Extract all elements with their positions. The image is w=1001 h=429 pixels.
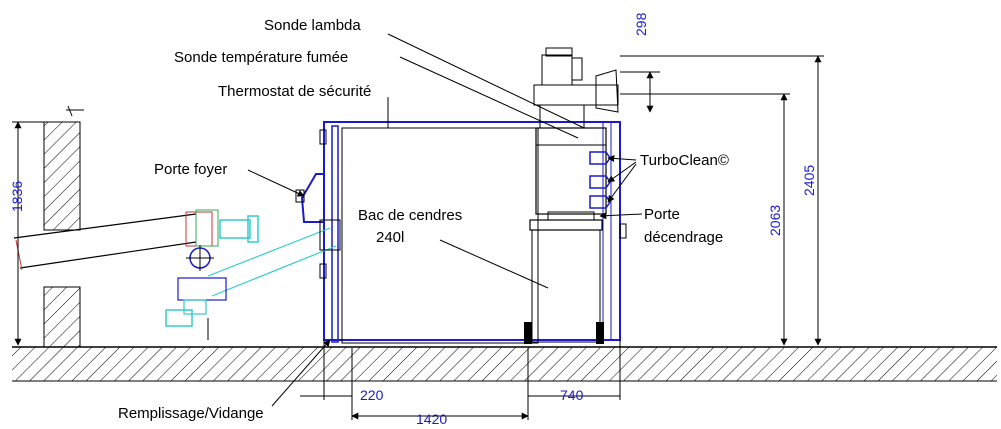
dimension-220: 220 [360,387,384,403]
label-porte-line1: Porte [644,206,680,223]
dimension-740: 740 [560,387,584,403]
turboclean-nozzles [589,151,611,209]
dimension-lines [12,55,824,420]
dimension-2063: 2063 [767,205,783,236]
dimension-1836: 1836 [9,181,25,212]
dimension-1420: 1420 [416,411,447,427]
dimension-298: 298 [633,12,649,36]
foyer-door [295,173,325,223]
floor [12,346,997,382]
wall [43,105,84,348]
label-porte-line2: décendrage [644,229,723,246]
label-bac-line1: Bac de cendres [358,207,462,224]
dimension-2405: 2405 [801,165,817,196]
leader-lines [247,33,643,407]
feeder-auger [13,209,341,340]
label-sonde-lambda: Sonde lambda [264,17,361,34]
exhaust-fan [533,47,619,128]
label-remplissage: Remplissage/Vidange [118,405,264,422]
label-porte-foyer: Porte foyer [154,161,227,178]
label-thermostat: Thermostat de sécurité [218,83,371,100]
label-sonde-temperature: Sonde température fumée [174,49,348,66]
boiler-body [319,121,627,344]
ash-cabinet [524,127,607,344]
label-turboclean: TurboClean© [640,152,729,169]
label-bac-line2: 240l [376,229,404,246]
